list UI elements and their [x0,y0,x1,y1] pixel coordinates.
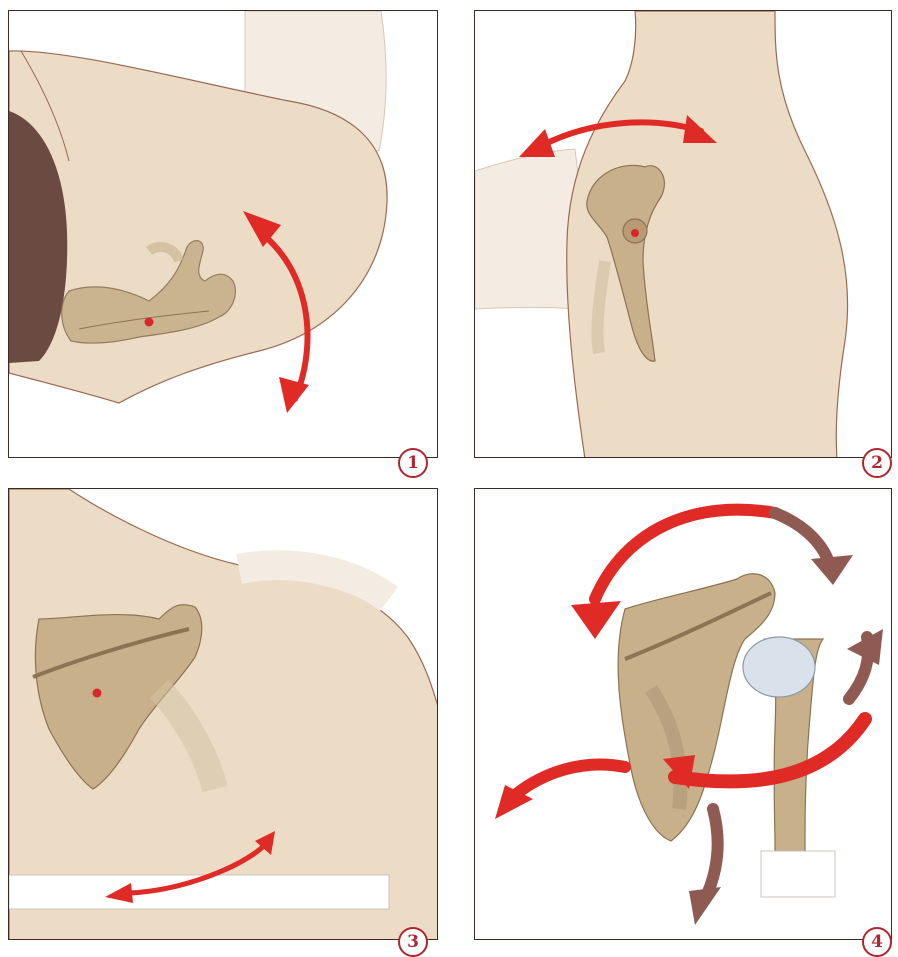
panel-number-badge-2: 2 [862,448,892,478]
humeral-head-cartilage [743,637,815,697]
panel-number-badge-1: 1 [398,448,428,478]
panel-4-illustration [475,489,892,940]
scapula-bone [618,574,775,841]
panel-4-circumduction [474,488,892,940]
panel-number-badge-4: 4 [862,927,892,957]
panel-1-illustration [9,11,438,458]
circumduction-arrow-brown-down [705,809,718,899]
panel-3-illustration [9,489,438,940]
circumduction-arrow-left [515,765,625,795]
panel-1-side-view [8,10,438,458]
pivot-dot [631,229,639,237]
panel-2-front-view [474,10,892,458]
panel-2-illustration [475,11,892,458]
pivot-dot [145,318,154,327]
panel-3-back-view [8,488,438,940]
pivot-dot [93,689,102,698]
panel-number-badge-3: 3 [398,927,428,957]
